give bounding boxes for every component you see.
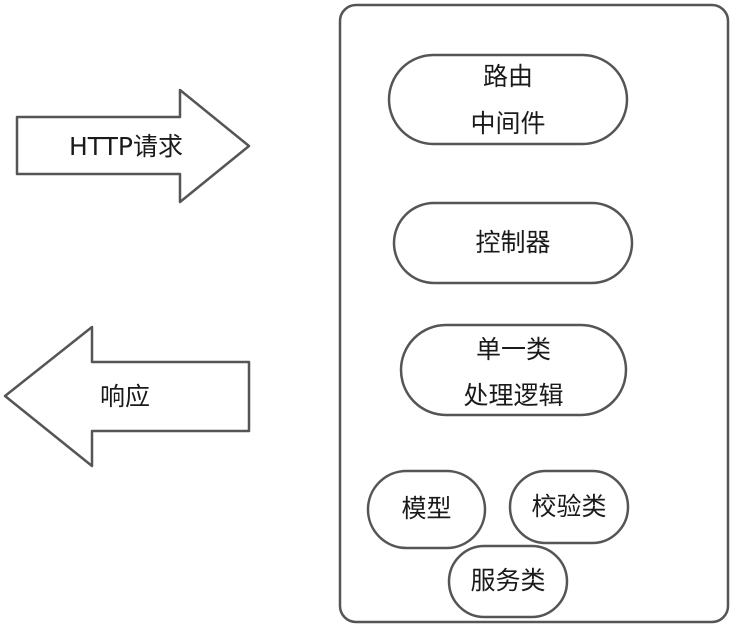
controller-label: 控制器 xyxy=(475,228,551,257)
single-logic-label-line2: 处理逻辑 xyxy=(463,381,564,410)
single-logic-label-line1: 单一类 xyxy=(475,335,551,364)
model-node xyxy=(366,469,487,550)
single-logic-node xyxy=(399,323,628,417)
request-arrow-label: HTTP请求 xyxy=(69,132,183,161)
response-arrow-label: 响应 xyxy=(100,382,151,411)
routing-label-line2: 中间件 xyxy=(470,109,546,138)
routing-label-line1: 路由 xyxy=(482,62,533,91)
validation-label: 校验类 xyxy=(531,492,607,521)
model-label: 模型 xyxy=(401,494,452,523)
service-node xyxy=(447,544,569,619)
routing-middleware-node xyxy=(387,53,629,146)
response-arrow xyxy=(3,325,251,468)
controller-node xyxy=(392,201,634,285)
service-label: 服务类 xyxy=(470,566,546,595)
request-arrow xyxy=(15,88,251,204)
validation-node xyxy=(508,469,630,545)
container-box xyxy=(338,3,730,624)
